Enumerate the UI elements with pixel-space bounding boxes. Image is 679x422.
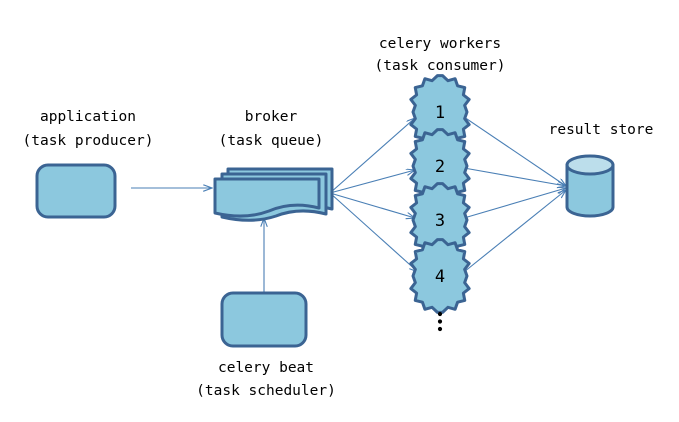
celery-workers-label-line1: celery workers xyxy=(379,36,501,52)
node-celery-beat[interactable] xyxy=(220,291,308,348)
application-box[interactable] xyxy=(35,163,117,219)
node-application[interactable] xyxy=(35,163,117,219)
result-store-label-line1: result store xyxy=(549,122,654,138)
broker-label-line2: (task queue) xyxy=(219,133,324,149)
result-store-top xyxy=(565,154,615,176)
edge-broker-to-worker-3 xyxy=(329,192,415,218)
node-broker[interactable] xyxy=(213,167,334,222)
celery-beat-label-line2: (task scheduler) xyxy=(196,383,336,399)
worker-2-number: 2 xyxy=(435,157,445,177)
celery-beat-box[interactable] xyxy=(220,291,308,348)
edge-broker-to-worker-1 xyxy=(329,118,415,194)
application-label-line1: application xyxy=(40,109,136,125)
worker-3-number: 3 xyxy=(435,211,445,231)
node-worker-4[interactable]: 4 xyxy=(409,238,471,314)
edge-worker-1-to-result-store xyxy=(463,116,566,186)
celery-beat-label-line1: celery beat xyxy=(218,360,314,376)
celery-workers-label-line2: (task consumer) xyxy=(375,58,506,74)
broker-sheet-front[interactable] xyxy=(213,177,321,218)
result-store-body[interactable] xyxy=(565,163,615,218)
edge-worker-4-to-result-store xyxy=(463,190,566,273)
workers-group: 1 2 3 4 xyxy=(409,74,471,332)
edge-broker-to-worker-4 xyxy=(329,192,418,272)
node-result-store[interactable] xyxy=(565,154,615,218)
workers-more-vertical-ellipsis-icon xyxy=(437,311,443,332)
worker-4-number: 4 xyxy=(435,267,445,287)
application-label-line2: (task producer) xyxy=(23,133,154,149)
broker-label-line1: broker xyxy=(245,109,298,125)
worker-4-burst[interactable] xyxy=(409,238,471,314)
edges-layer xyxy=(131,116,566,292)
edge-worker-3-to-result-store xyxy=(463,188,566,219)
edge-worker-2-to-result-store xyxy=(463,167,566,186)
edge-broker-to-worker-2 xyxy=(329,170,415,194)
worker-1-number: 1 xyxy=(435,103,445,123)
